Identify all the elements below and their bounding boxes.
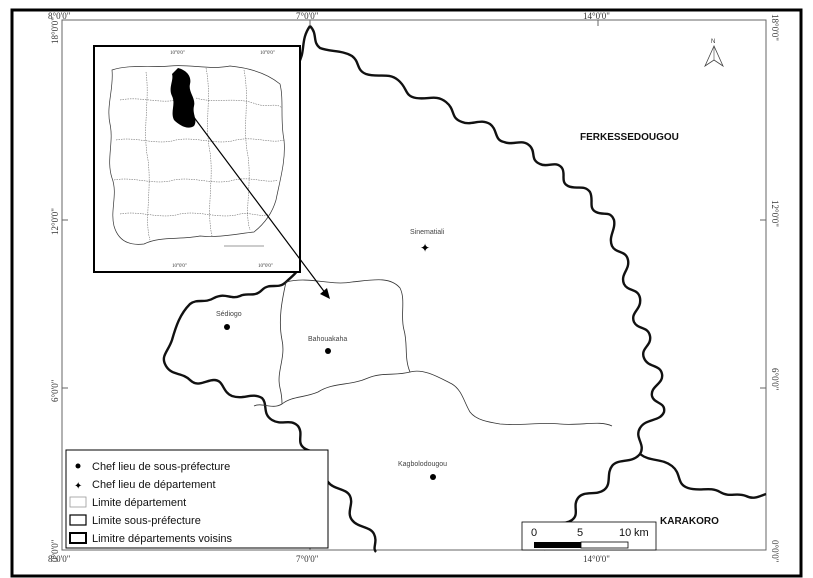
coord-bottom-14: 14°0'0" (583, 554, 610, 564)
scale-tick-10: 10 (619, 527, 631, 539)
scale-bar: 0 5 10 km (521, 521, 657, 551)
department-capital-marker: ✦ (420, 241, 430, 255)
coord-right-6: 6°0'0" (770, 368, 780, 391)
north-arrow-icon: N (704, 39, 724, 68)
svg-text:10°0'0": 10°0'0" (170, 51, 185, 56)
legend-label-department: Chef lieu de département (92, 479, 216, 491)
coord-right-18: 18°0'0" (770, 14, 780, 41)
inset-study-area (170, 68, 196, 128)
region-label-karakoro: KARAKORO (660, 516, 719, 527)
place-sinematiali: Sinematiali ✦ (410, 229, 445, 255)
department-boundary-east (639, 453, 767, 499)
subprefecture-marker (430, 474, 436, 480)
subprefecture-boundary-bahouakaha (253, 279, 411, 407)
subprefecture-boundary-west (278, 281, 287, 405)
legend-symbol-limite-sous-prefecture (69, 514, 87, 526)
place-label-bahouakaha: Bahouakaha (308, 336, 347, 343)
subprefecture-marker (325, 348, 331, 354)
place-label-kagbolodougou: Kagbolodougou (398, 461, 447, 468)
scale-tick-5: 5 (577, 527, 583, 539)
map-neatline (61, 19, 767, 551)
coord-top-left: 8°0'0" (48, 11, 71, 21)
place-bahouakaha: Bahouakaha (308, 336, 347, 354)
scale-unit: km (634, 527, 649, 539)
inset-locator-map: 10°0'0" 10°0'0" 10°0'0" 10°0'0" (93, 45, 301, 273)
coord-right-0: 0°0'0" (770, 540, 780, 563)
legend-label-subprefecture: Chef lieu de sous-préfecture (92, 461, 230, 473)
coord-left-0: 0°0'0" (50, 539, 60, 562)
legend-symbol-subprefecture (75, 463, 81, 469)
svg-text:10°0'0": 10°0'0" (260, 51, 275, 56)
coord-left-12: 12°0'0" (50, 208, 60, 235)
department-boundary (309, 25, 666, 551)
svg-text:10°0'0": 10°0'0" (172, 264, 187, 269)
scale-tick-0: 0 (531, 527, 537, 539)
coord-right-12: 12°0'0" (770, 200, 780, 227)
legend-label-limite-departement: Limite département (92, 497, 186, 509)
map-legend: Chef lieu de sous-préfecture ✦ Chef lieu… (65, 449, 329, 549)
legend-label-limite-voisins: Limitre départements voisins (92, 533, 233, 545)
graticule-ticks (62, 20, 766, 550)
place-kagbolodougou: Kagbolodougou (398, 461, 447, 480)
legend-symbol-limite-departement (69, 496, 87, 508)
coord-left-18: 18°0'0" (50, 17, 60, 44)
place-label-sinematiali: Sinematiali (410, 229, 445, 236)
legend-symbol-department: ✦ (74, 481, 82, 492)
legend-label-limite-sous-prefecture: Limite sous-préfecture (92, 515, 201, 527)
locator-arrow (189, 111, 330, 299)
legend-symbol-limite-voisins (69, 532, 87, 544)
coord-bottom-7: 7°0'0" (296, 554, 319, 564)
coord-left-6: 6°0'0" (50, 379, 60, 402)
svg-text:N: N (711, 39, 715, 45)
place-sediogo: Sédiogo (216, 311, 242, 330)
svg-text:10°0'0": 10°0'0" (258, 264, 273, 269)
region-label-ferkessedougou: FERKESSEDOUGOU (580, 132, 679, 143)
subprefecture-marker (224, 324, 230, 330)
place-label-sediogo: Sédiogo (216, 311, 242, 318)
coord-top-14: 14°0'0" (583, 11, 610, 21)
coord-bottom-left: 8°0'0" (48, 554, 71, 564)
coord-top-7: 7°0'0" (296, 11, 319, 21)
subprefecture-boundary-kagbolodougou (409, 370, 613, 427)
